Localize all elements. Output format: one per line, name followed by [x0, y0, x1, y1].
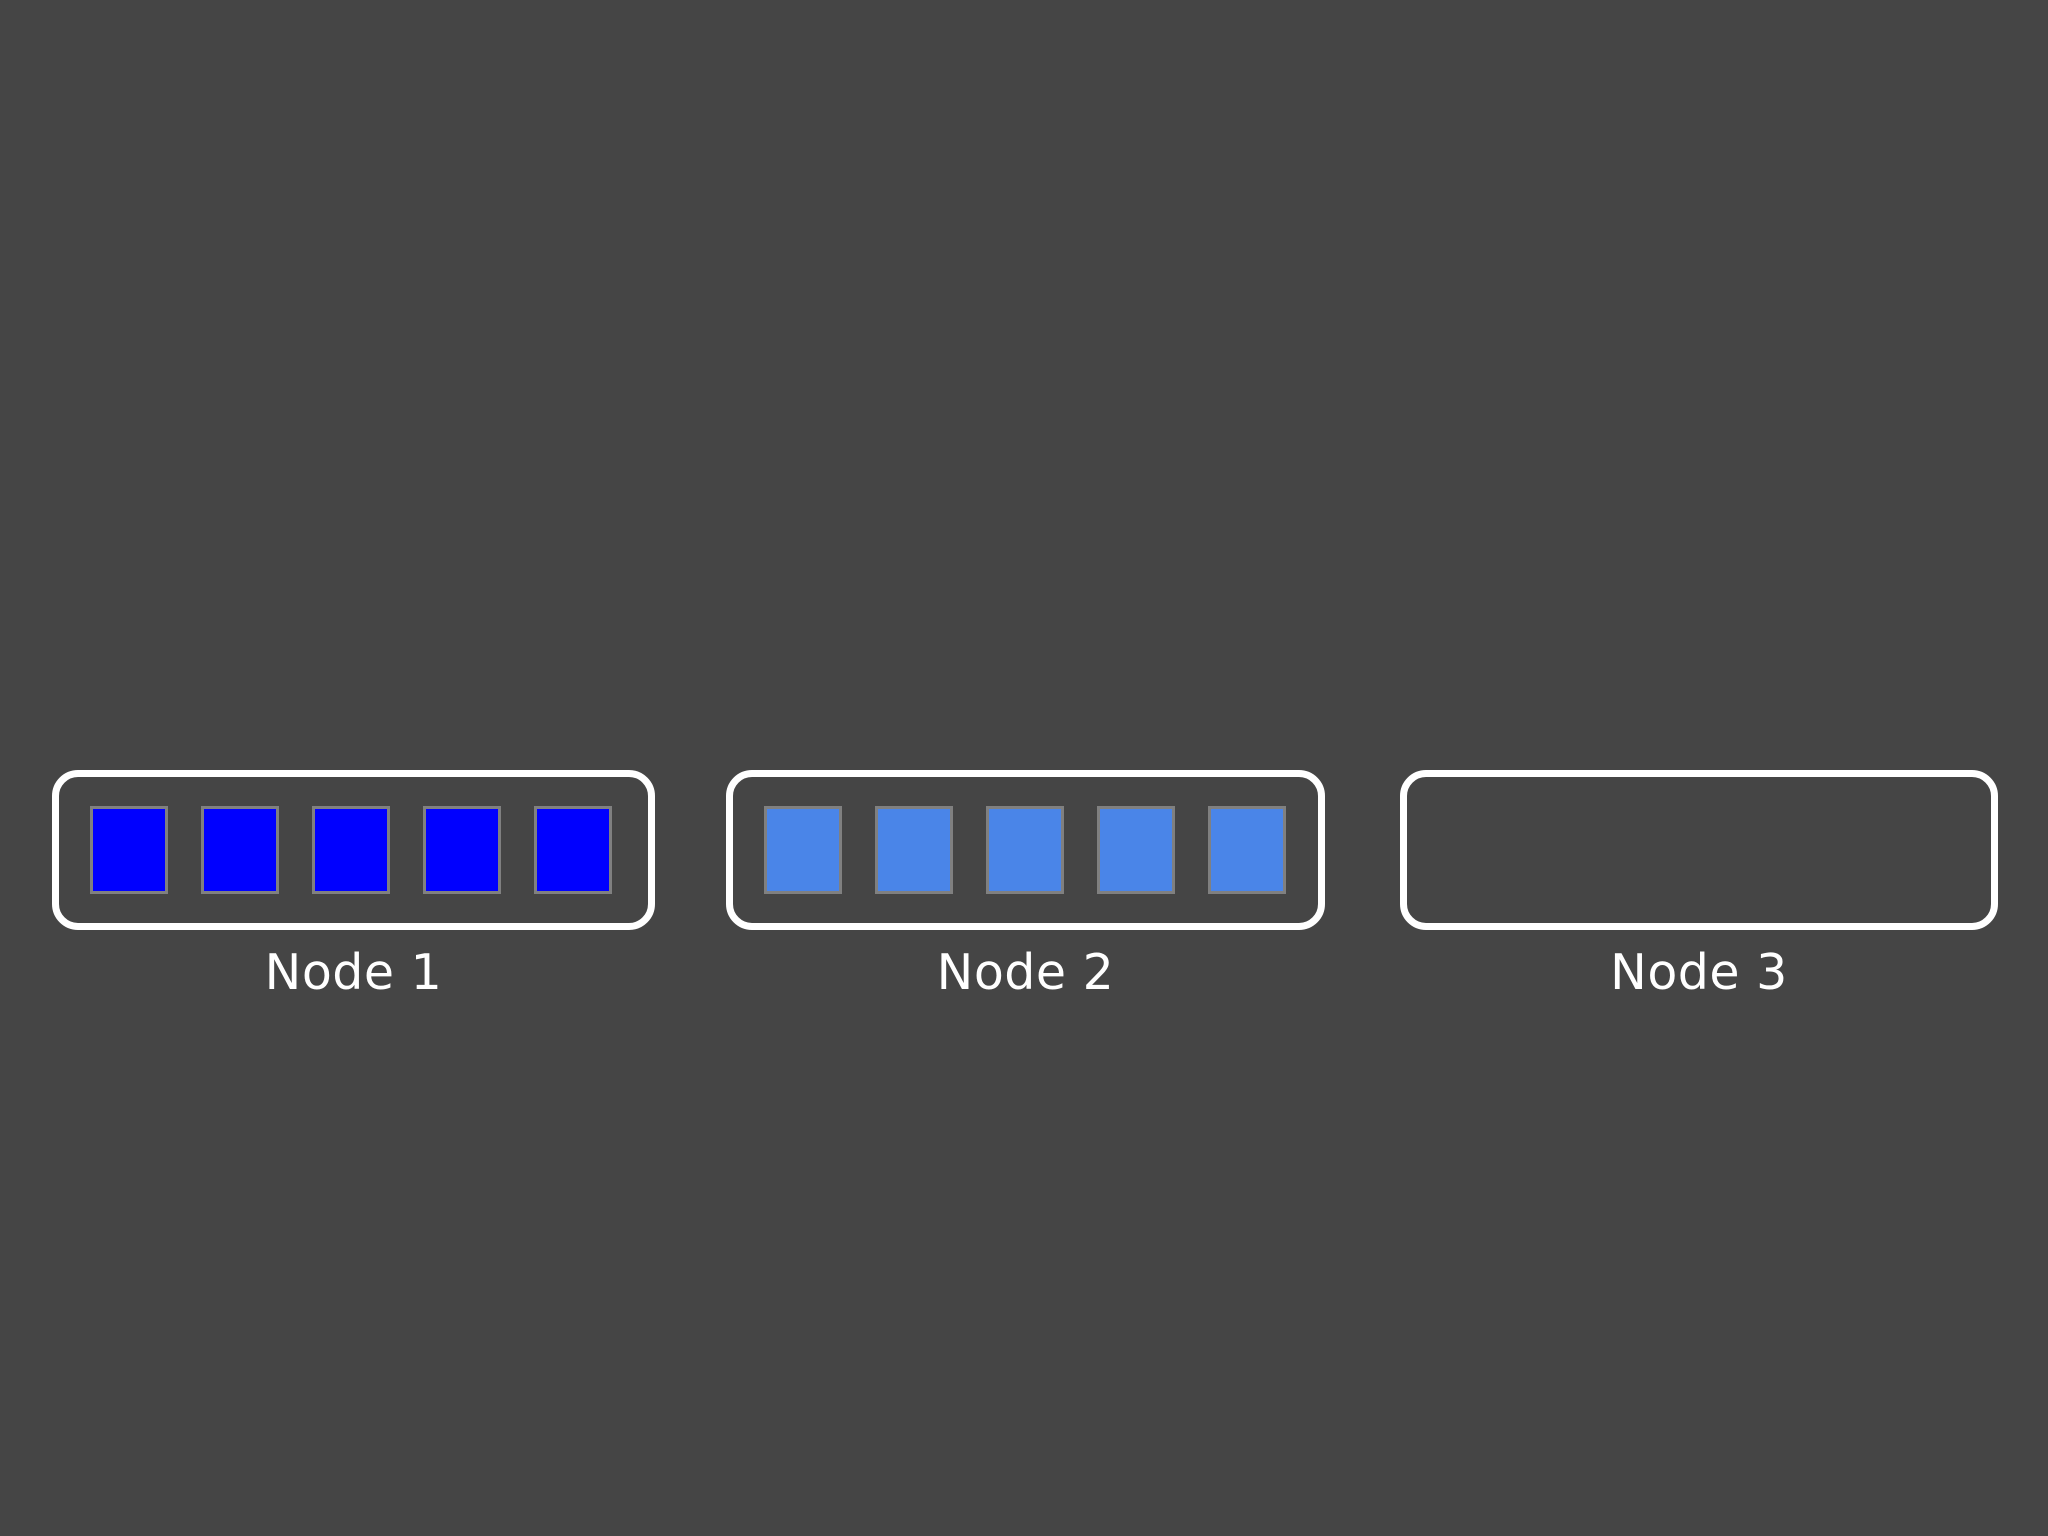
node-label-1: Node 1 — [264, 944, 443, 1001]
node-label-3: Node 3 — [1610, 944, 1788, 1001]
node-slot[interactable] — [764, 806, 842, 894]
node-slot[interactable] — [986, 806, 1064, 894]
node-slot[interactable] — [875, 806, 953, 894]
node-slot[interactable] — [201, 806, 279, 894]
node-container-1[interactable] — [52, 770, 655, 930]
node-slot[interactable] — [90, 806, 168, 894]
node-slot[interactable] — [1208, 806, 1286, 894]
node-group-1: Node 1 — [52, 770, 655, 997]
node-group-3: Node 3 — [1400, 770, 1998, 997]
node-group-2: Node 2 — [726, 770, 1325, 997]
node-slot[interactable] — [312, 806, 390, 894]
node-slot[interactable] — [534, 806, 612, 894]
node-container-2[interactable] — [726, 770, 1325, 930]
node-slot[interactable] — [1097, 806, 1175, 894]
node-container-3[interactable] — [1400, 770, 1998, 930]
node-slot[interactable] — [423, 806, 501, 894]
node-label-2: Node 2 — [936, 944, 1115, 1001]
